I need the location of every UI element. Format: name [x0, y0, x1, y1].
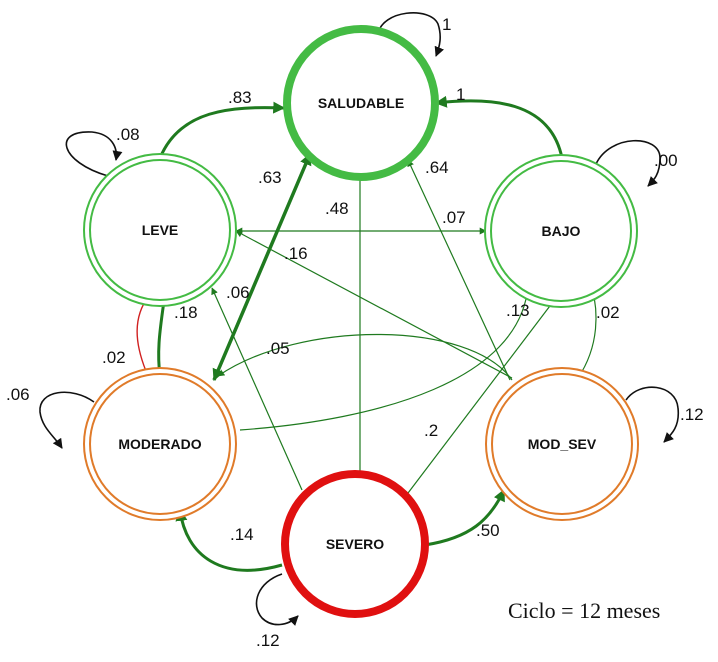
label-moderado-leve: .18: [174, 303, 198, 322]
node-severo: SEVERO: [281, 470, 429, 618]
node-moderado-label: MODERADO: [118, 436, 201, 452]
label-moderado-self: .06: [6, 385, 30, 404]
label-modsev-moderado: .05: [266, 339, 290, 358]
self-loop-modsev: [625, 386, 680, 443]
label-modsev-bajo: .02: [596, 303, 620, 322]
label-saludable-self: 1: [442, 15, 451, 34]
label-modsev-saludable: .64: [425, 158, 449, 177]
label-severo-moderado: .14: [230, 525, 254, 544]
edge-moderado-saludable: [212, 152, 312, 382]
label-leve-moderado: .02: [102, 348, 126, 367]
self-loop-moderado: [39, 391, 95, 449]
label-bajo-saludable: 1: [456, 85, 465, 104]
self-loop-severo: [255, 573, 299, 626]
label-leve-self: .08: [116, 125, 140, 144]
node-leve-label: LEVE: [142, 222, 179, 238]
label-leve-bajo: .07: [442, 208, 466, 227]
edge-moderado-bajo: [239, 285, 531, 431]
cycle-caption: Ciclo = 12 meses: [508, 598, 660, 623]
node-saludable-label: SALUDABLE: [318, 95, 404, 111]
label-moderado-bajo: .13: [506, 301, 530, 320]
node-bajo-label: BAJO: [542, 223, 581, 239]
label-severo-saludable: .48: [325, 199, 349, 218]
node-mod-sev: MOD_SEV: [485, 367, 639, 521]
self-loop-leve: [65, 131, 123, 177]
edge-severo-bajo: [404, 289, 563, 498]
label-severo-bajo: .2: [424, 421, 438, 440]
node-severo-label: SEVERO: [326, 536, 384, 552]
edge-modsev-moderado: [217, 333, 513, 381]
node-moderado: MODERADO: [83, 367, 237, 521]
edge-modsev-saludable: [407, 159, 511, 381]
label-leve-saludable: .83: [228, 88, 252, 107]
label-modsev-leve: .16: [284, 244, 308, 263]
label-moderado-saludable: .63: [258, 168, 282, 187]
label-bajo-self: .00: [654, 151, 678, 170]
self-loop-saludable: [377, 12, 444, 57]
label-modsev-self: .12: [680, 405, 704, 424]
label-severo-self: .12: [256, 631, 280, 650]
label-severo-leve: .06: [226, 283, 250, 302]
node-leve: LEVE: [83, 153, 237, 307]
edge-bajo-saludable: [434, 95, 564, 159]
edge-leve-saludable: [158, 101, 286, 159]
edge-severo-modsev: [424, 488, 506, 547]
node-saludable: SALUDABLE: [283, 25, 439, 181]
self-loop-bajo: [595, 139, 661, 187]
node-bajo: BAJO: [484, 154, 638, 308]
node-mod-sev-label: MOD_SEV: [528, 436, 597, 452]
edge-severo-moderado: [175, 508, 283, 572]
edge-leve-moderado: [136, 299, 149, 377]
label-severo-modsev: .50: [476, 521, 500, 540]
